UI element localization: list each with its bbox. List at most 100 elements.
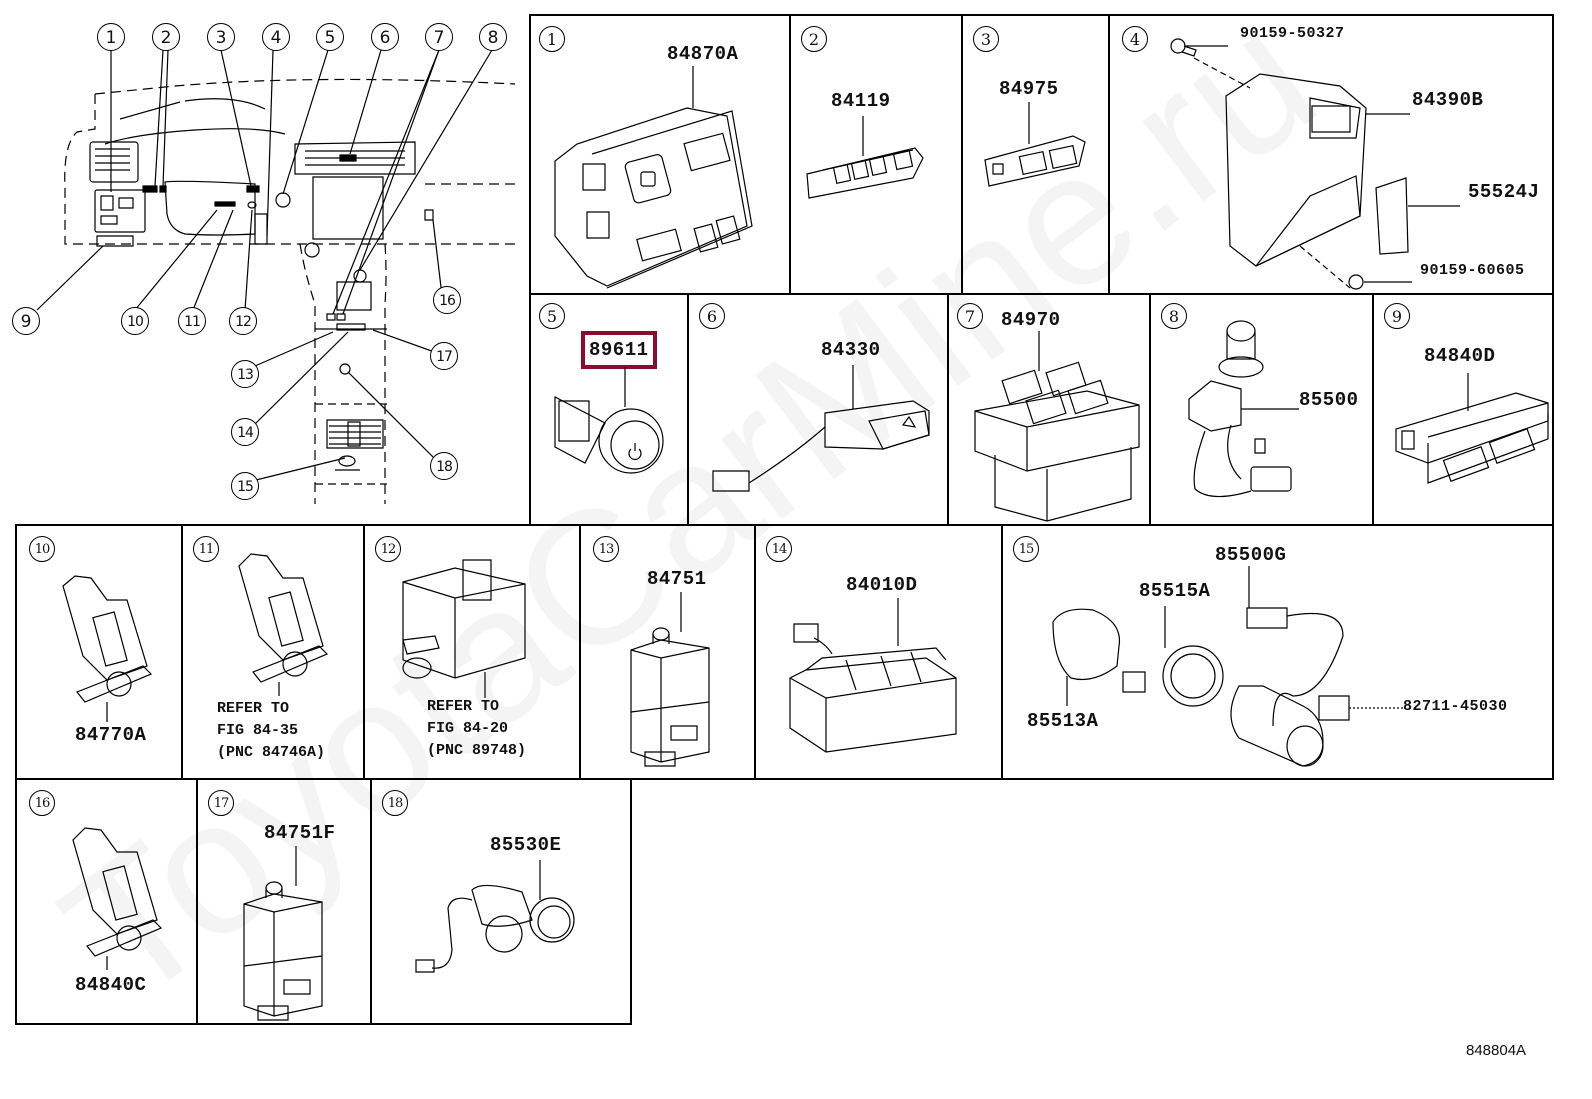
part-number-84751[interactable]: 84751 — [647, 568, 707, 590]
cell-index: 8 — [1161, 303, 1187, 329]
cell-8: 8 85500 — [1149, 293, 1374, 526]
cell-14: 14 84010D — [754, 524, 1003, 780]
part-number-84970[interactable]: 84970 — [1001, 309, 1061, 331]
dashboard-illustration — [15, 14, 525, 514]
figure-id: 848804A — [1466, 1042, 1527, 1059]
part-number-84770A[interactable]: 84770A — [75, 724, 147, 746]
cell-index: 6 — [699, 303, 725, 329]
switch-cluster-illustration — [967, 331, 1147, 521]
power-button-illustration — [545, 367, 685, 507]
part-number-85513A[interactable]: 85513A — [1027, 710, 1099, 732]
switch-bezel-assembly-illustration — [1160, 26, 1470, 286]
cell-16: 16 84840C — [15, 778, 198, 1025]
part-number-84840C[interactable]: 84840C — [75, 974, 147, 996]
reference-line-3: (PNC 84746A) — [217, 744, 326, 761]
overview-callout-17[interactable]: 17 — [430, 342, 458, 370]
overview-callout-4[interactable]: 4 — [262, 23, 290, 51]
reference-note: REFER TO FIG 84-20 (PNC 89748) — [427, 696, 526, 762]
cell-18: 18 85530E — [370, 778, 632, 1025]
part-number-85500G[interactable]: 85500G — [1215, 544, 1287, 566]
cell-index: 10 — [29, 536, 55, 562]
cell-1: 1 84870A — [529, 14, 791, 295]
mirror-switch-illustration — [803, 116, 953, 206]
overview-callout-18[interactable]: 18 — [430, 452, 458, 480]
cell-index: 4 — [1122, 26, 1148, 52]
headlamp-switch-panel-illustration — [547, 66, 767, 291]
part-number-84330[interactable]: 84330 — [821, 339, 881, 361]
overview-callout-9[interactable]: 9 — [12, 307, 40, 335]
part-number-85515A[interactable]: 85515A — [1139, 580, 1211, 602]
part-number-85530E[interactable]: 85530E — [490, 834, 562, 856]
cell-index: 13 — [593, 536, 619, 562]
socket-illustration-85530E — [412, 860, 592, 990]
reference-line-2[interactable]: FIG 84-35 — [217, 722, 299, 739]
overview-diagram: 1 2 3 4 5 6 7 8 9 10 11 12 13 14 15 16 1… — [12, 14, 525, 514]
part-number-90159-60605[interactable]: 90159-60605 — [1420, 262, 1525, 279]
switch-illustration-ref-84746A — [223, 546, 333, 696]
cell-7: 7 84970 — [947, 293, 1151, 526]
overview-callout-10[interactable]: 10 — [121, 307, 149, 335]
cell-index: 17 — [208, 790, 234, 816]
cigarette-lighter-assembly-illustration — [1023, 566, 1403, 776]
part-number-84870A[interactable]: 84870A — [667, 43, 739, 65]
overview-callout-14[interactable]: 14 — [231, 418, 259, 446]
cell-index: 14 — [766, 536, 792, 562]
overview-callout-15[interactable]: 15 — [231, 472, 259, 500]
overview-callout-13[interactable]: 13 — [231, 360, 259, 388]
cell-index: 9 — [1384, 303, 1410, 329]
cell-index: 15 — [1013, 536, 1039, 562]
overview-callout-16[interactable]: 16 — [433, 286, 461, 314]
cell-2: 2 84119 — [789, 14, 963, 295]
part-number-84010D[interactable]: 84010D — [846, 574, 918, 596]
cell-4: 4 90159-50327 84390B 55524J 90159-60605 — [1108, 14, 1554, 295]
cell-9: 9 84840D — [1372, 293, 1554, 526]
reference-line-1: REFER TO — [427, 698, 500, 715]
cell-6: 6 84330 — [687, 293, 949, 526]
part-number-84390B[interactable]: 84390B — [1412, 89, 1484, 111]
part-number-55524J[interactable]: 55524J — [1468, 181, 1540, 203]
switch-illustration-84010D — [786, 598, 996, 768]
part-number-84119[interactable]: 84119 — [831, 90, 891, 112]
overview-callout-5[interactable]: 5 — [316, 23, 344, 51]
overview-callout-1[interactable]: 1 — [97, 23, 125, 51]
cell-index: 12 — [375, 536, 401, 562]
overview-callout-11[interactable]: 11 — [178, 307, 206, 335]
overview-callout-12[interactable]: 12 — [229, 307, 257, 335]
part-number-84840D[interactable]: 84840D — [1424, 345, 1496, 367]
part-number-82711-45030[interactable]: 82711-45030 — [1403, 698, 1508, 715]
cell-13: 13 84751 — [579, 524, 756, 780]
switch-illustration-84770A — [47, 556, 157, 722]
cell-index: 1 — [539, 26, 565, 52]
hazard-switch-illustration — [703, 365, 943, 505]
overview-callout-2[interactable]: 2 — [152, 23, 180, 51]
cell-3: 3 84975 — [961, 14, 1110, 295]
reference-line-3: (PNC 89748) — [427, 742, 527, 759]
overview-callout-7[interactable]: 7 — [425, 23, 453, 51]
overview-callout-6[interactable]: 6 — [371, 23, 399, 51]
overview-callout-8[interactable]: 8 — [479, 23, 507, 51]
cell-12: 12 REFER TO FIG 84-20 (PNC 89748) — [363, 524, 581, 780]
switch-illustration-ref-89748 — [395, 548, 565, 698]
cell-index: 18 — [382, 790, 408, 816]
switch-illustration-84975 — [981, 102, 1111, 202]
cell-index: 7 — [957, 303, 983, 329]
power-outlet-illustration — [1171, 319, 1311, 509]
switch-illustration-84840D — [1388, 373, 1554, 493]
cell-index: 2 — [801, 26, 827, 52]
cell-index: 11 — [193, 536, 219, 562]
part-number-90159-50327[interactable]: 90159-50327 — [1240, 25, 1345, 42]
part-number-84751F[interactable]: 84751F — [264, 822, 336, 844]
reference-line-2[interactable]: FIG 84-20 — [427, 720, 509, 737]
cell-5: 5 89611 — [529, 293, 689, 526]
part-number-84975[interactable]: 84975 — [999, 78, 1059, 100]
overview-callout-3[interactable]: 3 — [207, 23, 235, 51]
switch-illustration-84840C — [57, 820, 167, 970]
cell-index: 5 — [539, 303, 565, 329]
cell-11: 11 REFER TO FIG 84-35 (PNC 84746A) — [181, 524, 365, 780]
reference-line-1: REFER TO — [217, 700, 290, 717]
part-number-85500[interactable]: 85500 — [1299, 389, 1359, 411]
cell-index: 16 — [29, 790, 55, 816]
cell-17: 17 84751F — [196, 778, 372, 1025]
switch-illustration-84751 — [621, 592, 731, 762]
part-number-89611-highlighted[interactable]: 89611 — [581, 331, 657, 369]
